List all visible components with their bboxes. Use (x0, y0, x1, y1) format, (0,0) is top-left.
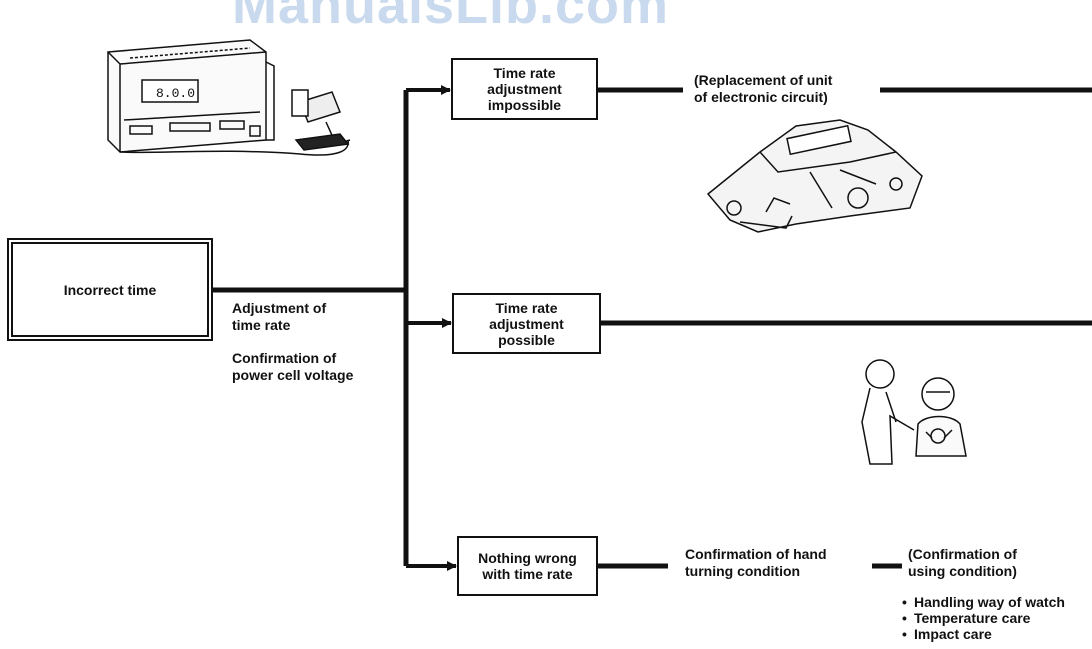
care-item: Impact care (902, 626, 1065, 642)
confirmation-power-cell-label: Confirmation of power cell voltage (232, 350, 354, 383)
adjustment-of-time-rate-label: Adjustment of time rate (232, 300, 327, 333)
quartz-tester-illustration: 8.0.0 (107, 39, 351, 156)
incorrect-time-box: Incorrect time (7, 238, 213, 341)
consultation-illustration (861, 359, 967, 465)
adjustment-impossible-box: Time rate adjustment impossible (451, 58, 598, 120)
using-condition-label: (Confirmation of using condition) (908, 546, 1017, 579)
replacement-unit-label: (Replacement of unit of electronic circu… (694, 72, 833, 105)
nothing-wrong-box: Nothing wrong with time rate (457, 536, 598, 596)
care-items-list: Handling way of watch Temperature care I… (902, 594, 1065, 642)
adjustment-possible-box: Time rate adjustment possible (452, 293, 601, 354)
hand-turning-label: Confirmation of hand turning condition (685, 546, 827, 579)
circuit-module-illustration (706, 119, 923, 233)
care-item: Handling way of watch (902, 594, 1065, 610)
device-display-value: 8.0.0 (156, 86, 195, 101)
care-item: Temperature care (902, 610, 1065, 626)
watermark-logo: ManualsLib.com (232, 0, 670, 35)
